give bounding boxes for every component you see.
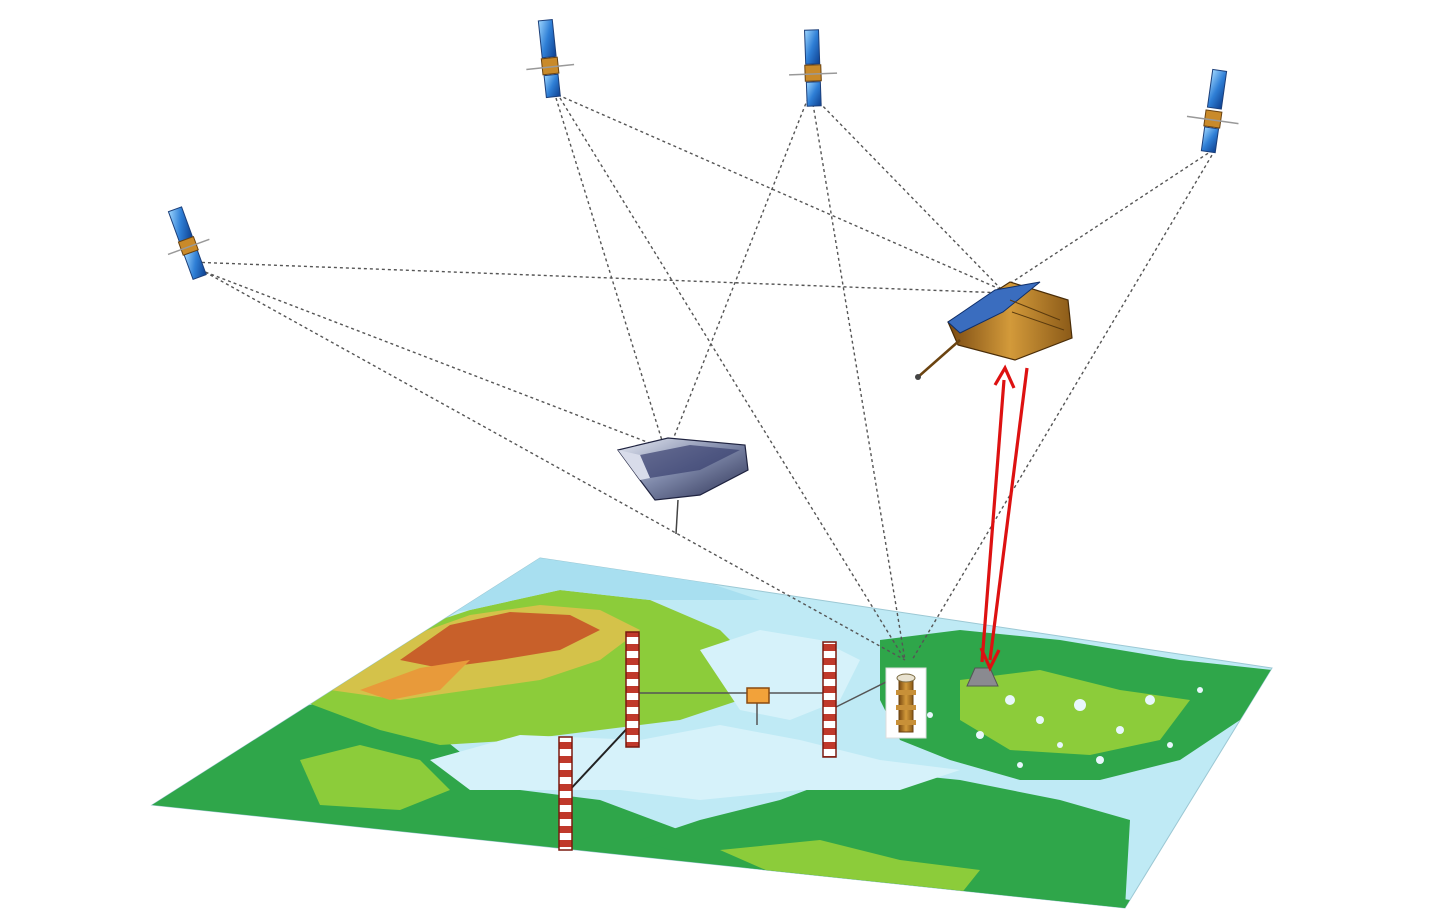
solar-panel-icon	[183, 249, 207, 280]
radar-altimetry-signal	[979, 364, 1029, 672]
link-sat4-altimetry	[999, 149, 1214, 291]
solar-panel-icon	[805, 81, 822, 107]
gnss-satellite-3	[789, 29, 838, 107]
solar-panel-icon	[1200, 126, 1220, 154]
terrain-map	[150, 557, 1273, 909]
radar-up-arrowhead	[993, 364, 1016, 389]
solar-panel-icon	[543, 73, 561, 99]
observation-links	[189, 94, 1216, 661]
gnss-satellite-1	[167, 206, 210, 280]
gnss-satellite-2	[526, 18, 575, 99]
ground-gnss-station	[885, 667, 927, 739]
solar-panel-icon	[167, 206, 194, 243]
link-sat1-leo	[199, 269, 661, 448]
tide-gauge-1	[625, 631, 640, 748]
gnss-satellite-4	[1186, 68, 1239, 154]
data-center-box	[746, 687, 770, 704]
altimetry-satellite-body-icon	[947, 281, 1073, 361]
satellite-body-icon	[540, 56, 560, 76]
link-sat2-altimetry	[557, 94, 1003, 291]
link-sat3-station	[811, 97, 906, 661]
satellite-body-icon	[177, 235, 199, 256]
radar-down-arrow	[988, 367, 1029, 661]
gauge-link-4	[829, 679, 891, 711]
tide-gauge-2	[822, 641, 837, 758]
leo-gravity-satellite	[616, 437, 749, 535]
satellite-body-icon	[804, 64, 822, 82]
tide-gauge-network	[558, 631, 891, 851]
link-sat2-station	[559, 97, 906, 661]
solar-panel-icon	[804, 29, 821, 65]
solar-panel-icon	[947, 281, 1041, 334]
gauge-link-1	[564, 719, 636, 796]
solar-panel-icon	[537, 18, 557, 59]
radar-down-arrowhead	[979, 647, 1001, 672]
tide-gauge-3	[558, 736, 573, 851]
radar-reflector	[966, 667, 999, 687]
link-sat1-station	[204, 271, 906, 661]
link-sat4-station	[911, 149, 1216, 661]
link-sat3-altimetry	[814, 97, 1003, 291]
radar-up-arrow	[980, 379, 1006, 663]
solar-panel-icon	[1206, 68, 1228, 110]
link-sat2-leo	[555, 97, 665, 448]
link-sat3-leo	[669, 97, 809, 448]
satellite-body-icon	[1203, 109, 1223, 129]
altimetry-satellite	[915, 281, 1073, 380]
link-sat1-altimetry	[189, 261, 1006, 294]
